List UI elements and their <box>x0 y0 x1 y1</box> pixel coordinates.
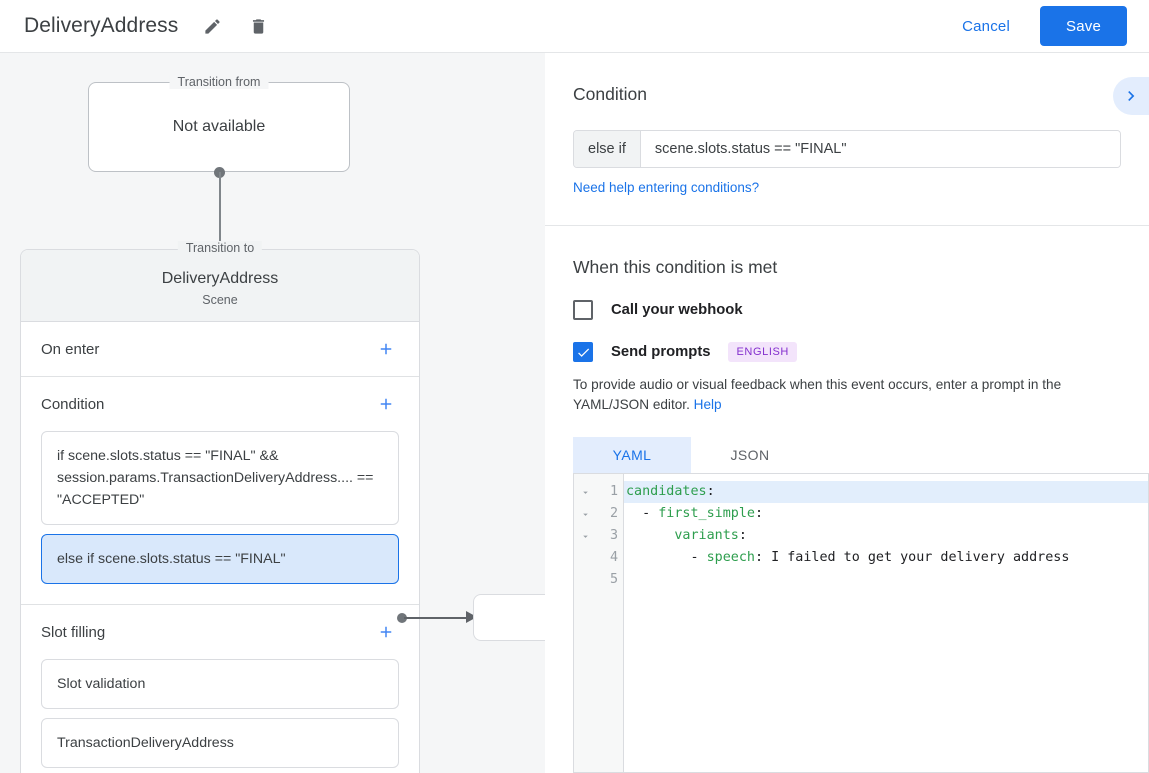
panel-divider <box>545 225 1149 226</box>
connector-line-vertical <box>219 172 221 253</box>
line-number-gutter: 1 2 3 4 5 <box>596 474 624 772</box>
condition-item-selected[interactable]: else if scene.slots.status == "FINAL" <box>41 534 399 584</box>
condition-heading: Condition <box>573 84 647 104</box>
code-key: variants <box>674 528 739 543</box>
condition-item[interactable]: if scene.slots.status == "FINAL" && sess… <box>41 431 399 525</box>
code-line: - first_simple: <box>624 503 1148 525</box>
save-button[interactable]: Save <box>1040 6 1127 46</box>
transition-to-card: Transition to DeliveryAddress Scene On e… <box>20 241 420 773</box>
code-line-empty <box>624 569 1148 591</box>
add-on-enter-icon[interactable] <box>373 336 399 362</box>
add-condition-icon[interactable] <box>373 391 399 417</box>
code-indent <box>626 550 691 565</box>
code-value: I failed to get your delivery address <box>763 550 1070 565</box>
line-number: 5 <box>609 572 618 587</box>
app-header: DeliveryAddress Cancel Save <box>0 0 1149 53</box>
code-area[interactable]: candidates: - first_simple: variants: - … <box>624 474 1148 772</box>
fold-gutter <box>574 474 596 772</box>
code-dash: - <box>642 506 659 521</box>
language-badge: ENGLISH <box>728 342 797 362</box>
slot-filling-item[interactable]: Slot validation <box>41 659 399 709</box>
cancel-button[interactable]: Cancel <box>950 10 1022 43</box>
prompts-note-text: To provide audio or visual feedback when… <box>573 377 1062 412</box>
when-condition-met-block: When this condition is met Call your web… <box>545 226 1149 473</box>
call-webhook-label: Call your webhook <box>611 302 743 318</box>
section-title-slot-filling: Slot filling <box>41 623 106 641</box>
connector-dot-condition <box>397 613 407 623</box>
chevron-right-icon[interactable] <box>1113 77 1149 115</box>
condition-expression-input[interactable] <box>640 131 1120 167</box>
fold-spacer <box>574 569 596 591</box>
section-header-on-enter: On enter <box>41 322 399 376</box>
check-icon <box>577 347 589 357</box>
fold-spacer <box>574 547 596 569</box>
section-on-enter: On enter <box>21 322 419 377</box>
section-title-on-enter: On enter <box>41 340 100 358</box>
editor-format-tabs: YAML JSON <box>573 437 1121 473</box>
scene-name: DeliveryAddress <box>161 270 279 287</box>
tab-json[interactable]: JSON <box>730 447 770 463</box>
condition-block: Condition else if Need help entering con… <box>545 53 1149 197</box>
slot-filling-list: Slot validation TransactionDeliveryAddre… <box>41 659 399 773</box>
code-line: - speech: I failed to get your delivery … <box>624 547 1148 569</box>
slot-filling-item[interactable]: TransactionDeliveryAddress <box>41 718 399 768</box>
transition-to-legend: Transition to <box>177 241 263 255</box>
line-number: 3 <box>609 528 618 543</box>
section-slot-filling: Slot filling Slot validation Transaction… <box>21 605 419 773</box>
send-prompts-row: Send prompts ENGLISH <box>573 342 1121 362</box>
prompts-help-link[interactable]: Help <box>693 397 722 412</box>
code-line: variants: <box>624 525 1148 547</box>
scene-type: Scene <box>202 293 238 307</box>
line-number: 1 <box>609 484 618 499</box>
connector-arrow-right <box>466 611 477 623</box>
section-condition: Condition if scene.slots.status == "FINA… <box>21 377 419 605</box>
code-key: candidates <box>626 484 707 499</box>
fold-toggle-icon[interactable] <box>574 503 596 525</box>
transition-from-value: Not available <box>172 118 266 135</box>
code-indent <box>626 528 674 543</box>
condition-prefix: else if <box>574 131 641 167</box>
code-indent <box>626 506 642 521</box>
section-header-slot-filling: Slot filling <box>41 605 399 659</box>
transition-from-legend: Transition from <box>169 75 269 89</box>
call-webhook-checkbox[interactable] <box>573 300 593 320</box>
page-title: DeliveryAddress <box>24 14 179 37</box>
section-header-condition: Condition <box>41 377 399 431</box>
fold-toggle-icon[interactable] <box>574 525 596 547</box>
send-prompts-checkbox[interactable] <box>573 342 593 362</box>
code-key: first_simple <box>658 506 755 521</box>
trash-icon[interactable] <box>246 14 270 38</box>
pencil-icon[interactable] <box>200 14 224 38</box>
condition-help-link[interactable]: Need help entering conditions? <box>573 180 760 195</box>
line-number: 4 <box>609 550 618 565</box>
flow-canvas[interactable]: Transition from Not available Transition… <box>0 53 545 773</box>
code-line: candidates: <box>624 481 1148 503</box>
condition-list: if scene.slots.status == "FINAL" && sess… <box>41 431 399 604</box>
code-key: speech <box>706 550 755 565</box>
yaml-editor[interactable]: 1 2 3 4 5 candidates: - first_simple: va… <box>573 473 1149 773</box>
fold-toggle-icon[interactable] <box>574 481 596 503</box>
when-met-heading: When this condition is met <box>573 257 778 277</box>
connector-line-horizontal <box>404 617 470 619</box>
code-dash: - <box>690 550 707 565</box>
condition-input-row: else if <box>573 130 1121 168</box>
section-title-condition: Condition <box>41 395 105 413</box>
prompts-note: To provide audio or visual feedback when… <box>573 375 1121 415</box>
add-slot-filling-icon[interactable] <box>373 619 399 645</box>
scene-header[interactable]: Transition to DeliveryAddress Scene <box>21 241 419 322</box>
line-number: 2 <box>609 506 618 521</box>
webhook-row: Call your webhook <box>573 300 1121 320</box>
send-prompts-label: Send prompts <box>611 344 711 360</box>
target-node-partial[interactable] <box>473 594 545 641</box>
transition-from-node[interactable]: Transition from Not available <box>88 75 350 172</box>
tab-yaml[interactable]: YAML <box>573 437 691 473</box>
